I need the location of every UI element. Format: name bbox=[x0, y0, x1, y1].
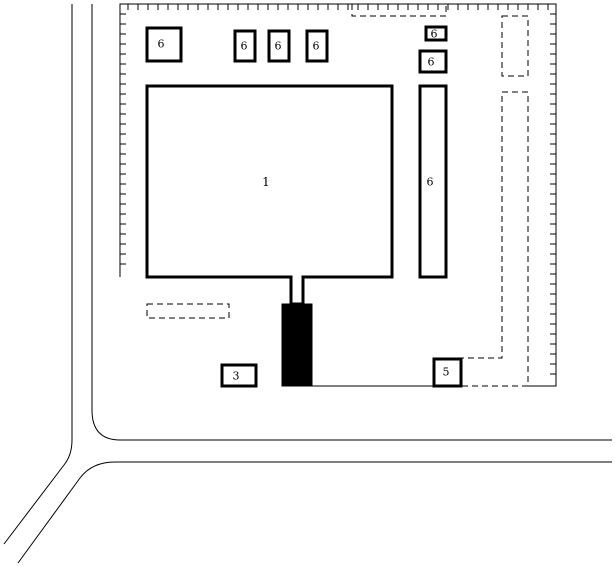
building-6-tall-label: 6 bbox=[427, 176, 434, 189]
road-left-outer bbox=[3, 4, 73, 545]
main-building-label: 1 bbox=[262, 175, 270, 189]
building-3-label: 3 bbox=[233, 370, 240, 383]
boundary-ticks bbox=[120, 4, 556, 375]
building-5-label: 5 bbox=[443, 366, 450, 379]
site-boundary bbox=[119, 3, 557, 387]
building-6-f-label: 6 bbox=[428, 56, 435, 69]
building-6-a-label: 6 bbox=[158, 38, 165, 51]
boundary-line bbox=[119, 3, 557, 387]
building-6-b-label: 6 bbox=[241, 40, 248, 53]
building-6-e bbox=[424, 25, 448, 42]
building-6-c bbox=[267, 29, 291, 63]
building-6-a bbox=[145, 26, 183, 63]
dashed-top-area bbox=[351, 4, 447, 17]
road-lines bbox=[3, 4, 612, 564]
building-6-e-label: 6 bbox=[431, 28, 438, 41]
building-3 bbox=[220, 363, 258, 388]
connector-block bbox=[281, 303, 313, 387]
building-6-d-label: 6 bbox=[313, 40, 320, 53]
building-5 bbox=[432, 357, 463, 388]
building-6-tall bbox=[418, 84, 448, 279]
road-lower-curve bbox=[17, 461, 612, 564]
dashed-areas bbox=[146, 4, 529, 387]
road-inner-curve bbox=[91, 4, 612, 441]
building-6-c-label: 6 bbox=[275, 40, 282, 53]
dashed-right-upper bbox=[501, 15, 529, 77]
buildings: 1 6 6 6 6 6 6 6 3 5 bbox=[145, 25, 463, 388]
building-6-f bbox=[418, 49, 448, 74]
building-6-d bbox=[305, 29, 329, 63]
building-6-b bbox=[233, 29, 257, 63]
dashed-right-lower bbox=[462, 91, 529, 387]
main-building bbox=[145, 84, 394, 306]
dashed-left-area bbox=[146, 303, 230, 319]
